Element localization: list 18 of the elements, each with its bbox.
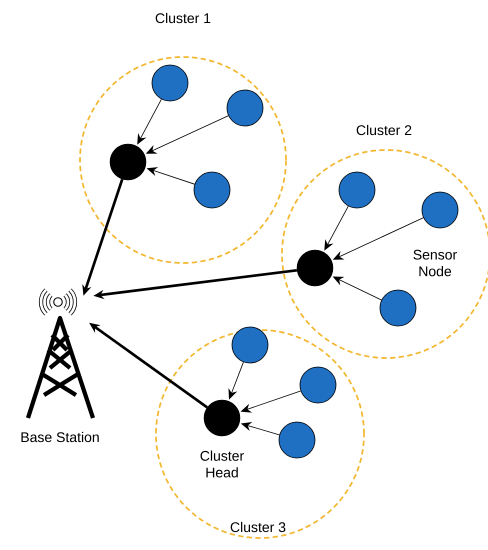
station-label: Base Station: [21, 432, 99, 442]
cluster-head-node: [204, 400, 240, 436]
sensor-node: [278, 422, 316, 458]
cluster-heading: Cluster 1: [156, 12, 210, 24]
sensor-node: [152, 64, 188, 102]
sensor-node: [422, 192, 458, 228]
sensor-node: [194, 172, 230, 208]
cluster-heading: Cluster 3: [230, 522, 286, 532]
sensor-node: [338, 172, 376, 208]
sensor-node: [380, 290, 416, 326]
node-type-label: Cluster Head: [200, 450, 244, 478]
cluster-head-node: [296, 250, 334, 286]
sensor-node: [232, 326, 268, 364]
sensor-node: [226, 90, 264, 126]
node-type-label: Sensor Node: [413, 250, 457, 276]
sensor-node: [300, 366, 336, 404]
cluster-heading: Cluster 2: [356, 124, 412, 136]
cluster-head-node: [110, 144, 146, 180]
